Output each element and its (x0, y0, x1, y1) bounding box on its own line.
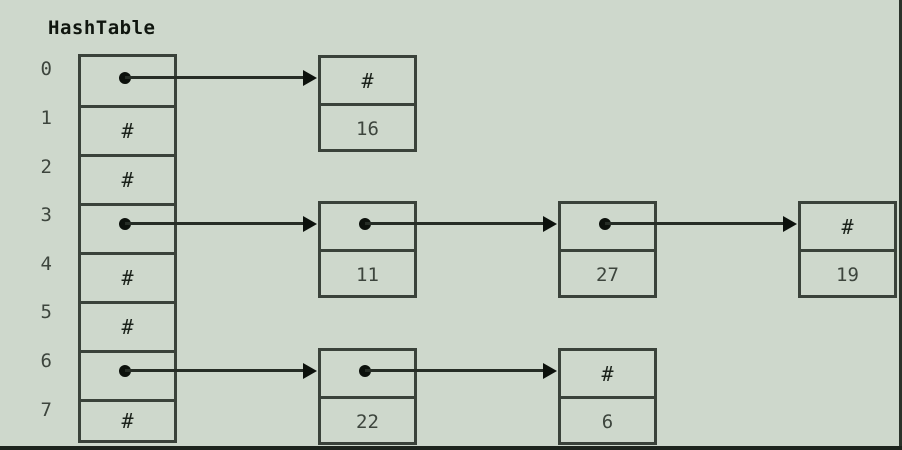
chain-6-node-0-arrowhead (543, 363, 557, 379)
node-next-field: # (561, 351, 654, 396)
bucket-3-pointer-line (125, 222, 305, 225)
node-value-field: 11 (321, 252, 414, 297)
bucket-index-3: 3 (40, 204, 52, 226)
chain-3-node-2[interactable]: # 19 (798, 201, 897, 298)
bucket-divider-4 (81, 301, 174, 304)
chain-3-node-0[interactable]: 11 (318, 201, 417, 298)
chain-3-node-1-pointer-line (605, 222, 785, 225)
frame-right-border (899, 0, 902, 450)
node-value: 16 (356, 117, 379, 140)
chain-6-node-0-pointer-line (365, 369, 545, 372)
chain-3-node-1[interactable]: 27 (558, 201, 657, 298)
bucket-divider-5 (81, 350, 174, 353)
bucket-divider-6 (81, 399, 174, 402)
node-value: 6 (601, 410, 614, 433)
bucket-cell-7[interactable]: # (81, 402, 174, 440)
node-value-field: 27 (561, 252, 654, 297)
node-divider (561, 396, 654, 399)
page-title: HashTable (48, 17, 156, 39)
bucket-divider-1 (81, 154, 174, 157)
bucket-3-arrowhead (303, 216, 317, 232)
chain-6-node-0[interactable]: 22 (318, 348, 417, 445)
node-value-field: 22 (321, 399, 414, 444)
chain-6-node-1[interactable]: # 6 (558, 348, 657, 445)
node-value-field: 6 (561, 399, 654, 444)
null-glyph: # (121, 119, 134, 143)
chain-0-node-0[interactable]: # 16 (318, 55, 417, 152)
bucket-index-0: 0 (40, 58, 52, 80)
node-value: 22 (356, 410, 379, 433)
node-next-field: # (321, 58, 414, 103)
chain-3-node-1-arrowhead (783, 216, 797, 232)
bucket-index-7: 7 (40, 399, 52, 421)
node-divider (321, 103, 414, 106)
null-glyph: # (121, 168, 134, 192)
node-value-field: 16 (321, 106, 414, 151)
bucket-0-arrowhead (303, 70, 317, 86)
node-value: 27 (596, 263, 619, 286)
hash-table-array: # # # # # (78, 54, 177, 443)
bucket-index-6: 6 (40, 350, 52, 372)
bucket-0-pointer-line (125, 76, 305, 79)
null-glyph: # (121, 409, 134, 433)
bucket-index-2: 2 (40, 156, 52, 178)
bucket-divider-3 (81, 252, 174, 255)
frame-bottom-border (0, 446, 902, 450)
node-divider (321, 249, 414, 252)
null-glyph: # (121, 266, 134, 290)
bucket-cell-1[interactable]: # (81, 108, 174, 154)
node-divider (561, 249, 654, 252)
node-value: 19 (836, 263, 859, 286)
bucket-6-arrowhead (303, 363, 317, 379)
node-value: 11 (356, 263, 379, 286)
node-divider (801, 249, 894, 252)
chain-3-node-0-pointer-line (365, 222, 545, 225)
chain-3-node-0-arrowhead (543, 216, 557, 232)
bucket-divider-2 (81, 203, 174, 206)
node-value-field: 19 (801, 252, 894, 297)
bucket-cell-2[interactable]: # (81, 157, 174, 203)
null-glyph: # (601, 361, 614, 386)
null-glyph: # (121, 315, 134, 339)
node-divider (321, 396, 414, 399)
null-glyph: # (841, 214, 854, 239)
bucket-divider-0 (81, 105, 174, 108)
bucket-index-5: 5 (40, 301, 52, 323)
bucket-6-pointer-line (125, 369, 305, 372)
bucket-index-1: 1 (40, 107, 52, 129)
bucket-cell-5[interactable]: # (81, 304, 174, 350)
node-next-field: # (801, 204, 894, 249)
bucket-cell-4[interactable]: # (81, 255, 174, 301)
bucket-index-4: 4 (40, 253, 52, 275)
null-glyph: # (361, 68, 374, 93)
